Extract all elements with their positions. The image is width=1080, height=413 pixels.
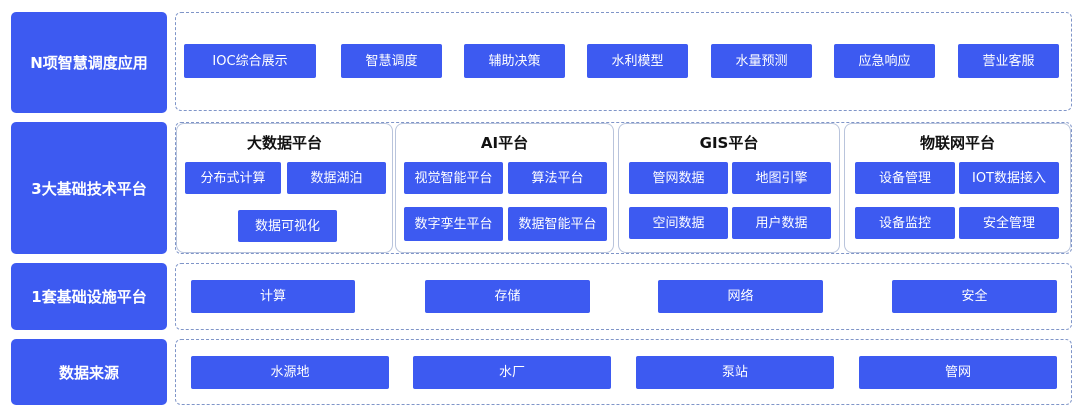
gis-spatial-data: 空间数据: [629, 207, 728, 239]
bigdata-data-lake: 数据湖泊: [287, 162, 386, 194]
gis-map-engine: 地图引擎: [732, 162, 831, 194]
bigdata-distributed-computing: 分布式计算: [185, 162, 281, 194]
source-water-plant: 水厂: [413, 356, 611, 389]
platform-ai-title: AI平台: [480, 134, 529, 152]
platform-iot: 物联网平台 设备管理 IOT数据接入 设备监控 安全管理: [844, 123, 1071, 253]
platform-iot-title: 物联网平台: [919, 134, 995, 152]
ai-algorithm-platform: 算法平台: [508, 162, 607, 194]
source-pipe-network: 管网: [859, 356, 1057, 389]
platform-gis: GIS平台 管网数据 地图引擎 空间数据 用户数据: [618, 123, 840, 253]
app-water-model: 水利模型: [587, 44, 688, 78]
ai-visual-intelligence: 视觉智能平台: [404, 162, 503, 194]
iot-device-management: 设备管理: [855, 162, 955, 194]
apps-panel: IOC综合展示 智慧调度 辅助决策 水利模型 水量预测 应急响应 营业客服: [175, 12, 1072, 111]
infra-panel: 计算 存储 网络 安全: [175, 263, 1072, 330]
source-pump-station: 泵站: [636, 356, 834, 389]
row-label-sources: 数据来源: [11, 339, 167, 405]
app-water-forecast: 水量预测: [711, 44, 812, 78]
row-label-apps: N项智慧调度应用: [11, 12, 167, 113]
bigdata-visualization: 数据可视化: [238, 210, 337, 242]
platform-bigdata-title: 大数据平台: [246, 134, 322, 152]
infra-network: 网络: [658, 280, 823, 313]
infra-security: 安全: [892, 280, 1057, 313]
app-smart-dispatch: 智慧调度: [341, 44, 442, 78]
sources-panel: 水源地 水厂 泵站 管网: [175, 339, 1072, 405]
app-decision-support: 辅助决策: [464, 44, 565, 78]
iot-data-ingestion: IOT数据接入: [959, 162, 1059, 194]
platform-ai: AI平台 视觉智能平台 算法平台 数字孪生平台 数据智能平台: [395, 123, 614, 253]
infra-compute: 计算: [191, 280, 355, 313]
iot-security-management: 安全管理: [959, 207, 1059, 239]
ai-data-intelligence: 数据智能平台: [508, 207, 607, 241]
app-ioc-display: IOC综合展示: [184, 44, 316, 78]
source-water-source: 水源地: [191, 356, 389, 389]
platform-bigdata: 大数据平台 分布式计算 数据湖泊 数据可视化: [176, 123, 393, 253]
platform-gis-title: GIS平台: [699, 134, 759, 152]
iot-device-monitoring: 设备监控: [855, 207, 955, 239]
row-label-infra: 1套基础设施平台: [11, 263, 167, 330]
app-emergency-response: 应急响应: [834, 44, 935, 78]
platforms-panel: 大数据平台 分布式计算 数据湖泊 数据可视化 AI平台 视觉智能平台 算法平台 …: [175, 122, 1072, 254]
row-label-platforms: 3大基础技术平台: [11, 122, 167, 254]
infra-storage: 存储: [425, 280, 590, 313]
ai-digital-twin: 数字孪生平台: [404, 207, 503, 241]
app-customer-service: 营业客服: [958, 44, 1059, 78]
gis-user-data: 用户数据: [732, 207, 831, 239]
gis-pipe-network-data: 管网数据: [629, 162, 728, 194]
